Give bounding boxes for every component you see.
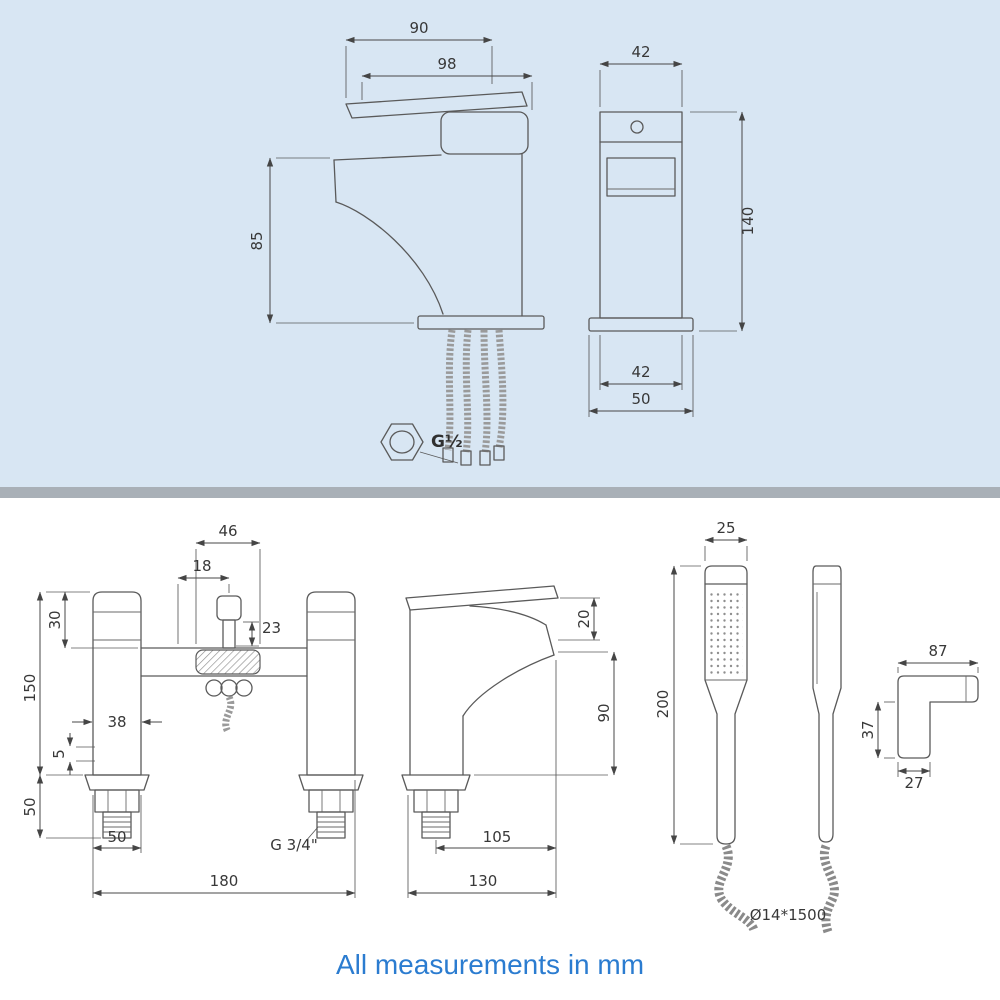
- flexi-hose: [480, 329, 491, 454]
- thread-size-label: G½: [431, 432, 463, 452]
- dim-label-tap-centres: 180: [210, 872, 239, 890]
- dim-label-base-width: 50: [107, 828, 126, 846]
- dim-label-lever: 90: [409, 19, 428, 37]
- spout-top-edge: [469, 605, 547, 626]
- shank: [421, 811, 451, 839]
- left-flange: [84, 774, 150, 791]
- tap-lever: [345, 91, 528, 119]
- dim-label-deck-gap: 5: [50, 749, 68, 759]
- dim-label-height: 85: [248, 231, 266, 250]
- spray-face-dots: [709, 590, 743, 674]
- tap-lever: [405, 585, 559, 611]
- spout-underside: [462, 654, 555, 717]
- basin-tap-front-view: G½ 90 98 85: [248, 19, 545, 466]
- right-flange: [298, 774, 364, 791]
- flexi-hose: [462, 329, 472, 454]
- flexi-hose: [495, 329, 507, 449]
- backnut: [413, 789, 459, 813]
- dim-label-body-height: 150: [21, 674, 39, 703]
- dim-label-overall-width: 130: [469, 872, 498, 890]
- dim-label-overall: 98: [437, 55, 456, 73]
- dim-label-head-width: 25: [716, 519, 735, 537]
- dim-label-outlet-drop: 23: [262, 619, 281, 637]
- shower-handset-side-view: Ø14*1500: [750, 565, 842, 934]
- dim-label-bracket-width: 87: [928, 642, 947, 660]
- diverter-stem: [222, 619, 236, 649]
- shower-hose: [714, 844, 759, 933]
- spout-recess: [606, 157, 676, 197]
- shower-hose: [819, 844, 839, 934]
- lever-screw: [630, 120, 644, 134]
- dim-label-shank-height: 50: [21, 797, 39, 816]
- flange: [401, 774, 471, 791]
- handset-profile: [812, 565, 842, 843]
- bath-shower-mixer-front-view: 46 18 30 23 150 38 5 50 50 180: [21, 522, 364, 898]
- dim-label-diverter-offset: 18: [192, 557, 211, 575]
- hose-ferrule: [493, 445, 505, 461]
- hex-nut: [380, 423, 424, 461]
- basin-tap-side-view: 42 140 42 50: [588, 43, 757, 417]
- bath-filler-front-view: 20 90 105 130: [401, 585, 618, 898]
- flexi-hose: [444, 329, 456, 451]
- hose-connector: [205, 679, 223, 697]
- hose-connector: [235, 679, 253, 697]
- measurements-note: All measurements in mm: [336, 949, 644, 980]
- left-shank: [102, 811, 132, 839]
- right-shank: [316, 811, 346, 839]
- spout-mouth: [545, 624, 555, 656]
- panel-divider: [0, 487, 1000, 498]
- shower-pigtail-hose: [222, 695, 235, 734]
- right-backnut: [308, 789, 354, 813]
- diverter-knob: [216, 595, 242, 621]
- dim-label-bracket-height: 37: [859, 720, 877, 739]
- left-backnut: [94, 789, 140, 813]
- handset-body: [704, 583, 748, 845]
- shower-handset-front-view: 25 200: [654, 519, 759, 933]
- dim-label-body-width: 38: [107, 713, 126, 731]
- dim-label-handle-height: 30: [46, 610, 64, 629]
- dim-label-body-width: 42: [631, 363, 650, 381]
- spout-tip: [333, 159, 337, 203]
- handset-cap: [704, 565, 748, 585]
- dim-label-outlet-width: 46: [218, 522, 237, 540]
- hose-ferrule: [460, 450, 472, 466]
- bracket-outline: [897, 675, 979, 759]
- left-pillar: [92, 591, 142, 776]
- thread-leader-line: [304, 826, 319, 843]
- dim-label-base-width: 50: [631, 390, 650, 408]
- tap-cartridge: [440, 111, 529, 155]
- dim-label-top-width: 42: [631, 43, 650, 61]
- thread-leader-line: [419, 451, 459, 464]
- spout-top-edge: [333, 154, 442, 161]
- base-plate: [588, 317, 694, 332]
- dim-label-side-height: 140: [739, 207, 757, 236]
- hose-spec-label: Ø14*1500: [750, 906, 827, 924]
- hose-ferrule: [479, 450, 491, 466]
- dim-label-handset-length: 200: [654, 690, 672, 719]
- base-plate: [417, 315, 545, 330]
- dim-label-bracket-depth: 27: [904, 774, 923, 792]
- hex-nut-bore: [389, 430, 415, 454]
- spout-outlet-mesh: [195, 649, 261, 675]
- dim-label-spout-height: 90: [595, 703, 613, 722]
- thread-size-label: G 3/4": [270, 836, 317, 854]
- right-pillar: [306, 591, 356, 776]
- dim-label-spout-reach: 105: [483, 828, 512, 846]
- dim-label-spout-drop: 20: [575, 609, 593, 628]
- hose-ferrule: [442, 447, 454, 463]
- wall-bracket-view: 87 37 27: [859, 642, 979, 792]
- spout-underside: [335, 201, 444, 315]
- hose-connector: [220, 679, 238, 697]
